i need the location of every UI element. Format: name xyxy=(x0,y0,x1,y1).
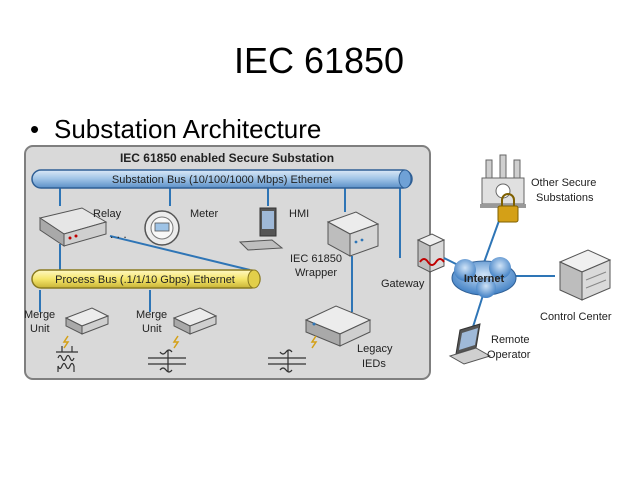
laptop-icon xyxy=(448,323,492,365)
relay-device-icon xyxy=(38,207,108,247)
control-center-server-icon xyxy=(558,249,612,301)
gateway-icon xyxy=(416,233,446,273)
remote-operator-label-line1: Remote xyxy=(491,334,530,346)
merge-unit-2-label-line2: Unit xyxy=(142,323,162,335)
legacy-ieds-label-line2: IEDs xyxy=(362,358,386,370)
legacy-ied-transformer-icon xyxy=(268,335,318,373)
control-center-label: Control Center xyxy=(540,311,612,323)
slide-title: IEC 61850 xyxy=(233,40,405,81)
device-ellipsis: . . . xyxy=(110,227,127,241)
merge-unit-1-icon xyxy=(64,307,110,335)
legacy-ied-device-icon xyxy=(304,305,372,347)
bus-connectors xyxy=(39,188,401,312)
hmi-label: HMI xyxy=(289,208,309,220)
merge-unit-2-transformer-icon xyxy=(148,335,186,373)
substation-bus-label: Substation Bus (10/100/1000 Mbps) Ethern… xyxy=(112,174,332,186)
other-substations-label-line2: Substations xyxy=(536,192,594,204)
merge-unit-2-label-line1: Merge xyxy=(136,309,167,321)
merge-unit-1-transformer-icon xyxy=(56,335,78,372)
hmi-computer-icon xyxy=(238,207,284,251)
wrapper-label-line1: IEC 61850 xyxy=(290,253,342,265)
bullet-text: Substation Architecture xyxy=(54,114,322,144)
internet-cloud-icon xyxy=(451,257,517,298)
lock-icon xyxy=(497,193,519,223)
bullet-item: • Substation Architecture xyxy=(30,114,321,144)
process-bus: Process Bus (.1/1/10 Gbps) Ethernet xyxy=(31,269,261,289)
meter-label: Meter xyxy=(190,208,218,220)
bullet-dot-icon: • xyxy=(30,114,40,144)
gateway-label: Gateway xyxy=(381,278,425,290)
wrapper-label-line2: Wrapper xyxy=(295,267,337,279)
internet-label: Internet xyxy=(464,273,505,285)
substation-bus: Substation Bus (10/100/1000 Mbps) Ethern… xyxy=(31,169,413,189)
remote-operator-label-line2: Operator xyxy=(487,349,531,361)
wrapper-device-icon xyxy=(326,211,380,257)
legacy-ieds-label-line1: Legacy xyxy=(357,343,393,355)
other-substations-label-line1: Other Secure xyxy=(531,177,596,189)
merge-unit-2-icon xyxy=(172,307,218,335)
meter-icon xyxy=(144,210,180,246)
merge-unit-1-label-line1: Merge xyxy=(24,309,55,321)
process-bus-label: Process Bus (.1/1/10 Gbps) Ethernet xyxy=(55,274,235,286)
enclosure-title: IEC 61850 enabled Secure Substation xyxy=(120,151,334,165)
relay-label: Relay xyxy=(93,208,122,220)
merge-unit-1-label-line2: Unit xyxy=(30,323,50,335)
